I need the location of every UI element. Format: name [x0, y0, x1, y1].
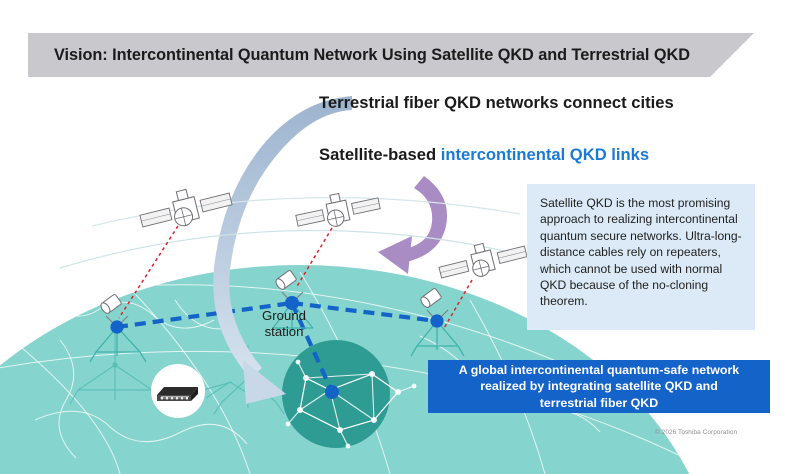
ground-station-icon	[272, 270, 314, 332]
ground-station-label-line2: station	[264, 324, 304, 339]
ground-station-icon	[410, 288, 465, 357]
ground-station-label-line1: Ground	[262, 308, 306, 323]
headline-satellite: Satellite-based intercontinental QKD lin…	[319, 145, 649, 165]
conclusion-banner: A global intercontinental quantum-safe n…	[428, 360, 770, 413]
slide-title-banner: Vision: Intercontinental Quantum Network…	[28, 33, 754, 77]
satellite-downlink-beam	[295, 227, 333, 289]
satellite-icon	[295, 192, 381, 227]
satellite-downlink-beam	[118, 225, 179, 319]
city-node-icon	[325, 385, 339, 399]
conclusion-line-1: A global intercontinental quantum-safe n…	[458, 363, 740, 378]
headline-satellite-accent: intercontinental QKD links	[440, 145, 650, 164]
conclusion-line-3: terrestrial fiber QKD	[539, 395, 659, 410]
terrestrial-arrow-icon	[213, 96, 352, 404]
headline-satellite-plain: Satellite-based	[319, 145, 441, 164]
fiber-qkd-link	[116, 300, 438, 393]
satellite-arrow-icon	[378, 176, 448, 274]
satellite-icon	[139, 188, 233, 228]
copyright-notice: © 2026 Toshiba Corporation	[655, 429, 738, 436]
page-title: Vision: Intercontinental Quantum Network…	[54, 45, 690, 64]
satellite-icon	[438, 242, 528, 279]
qkd-device-photo-icon	[151, 364, 205, 418]
info-callout-text: Satellite QKD is the most promising appr…	[540, 196, 742, 309]
ground-station-label: Ground station	[239, 308, 329, 340]
info-callout-box: Satellite QKD is the most promising appr…	[527, 184, 755, 330]
ground-station-icon	[89, 294, 147, 363]
headline-terrestrial: Terrestrial fiber QKD networks connect c…	[319, 93, 674, 112]
conclusion-banner-text: A global intercontinental quantum-safe n…	[451, 362, 747, 411]
conclusion-line-2: realized by integrating satellite QKD an…	[480, 379, 718, 394]
